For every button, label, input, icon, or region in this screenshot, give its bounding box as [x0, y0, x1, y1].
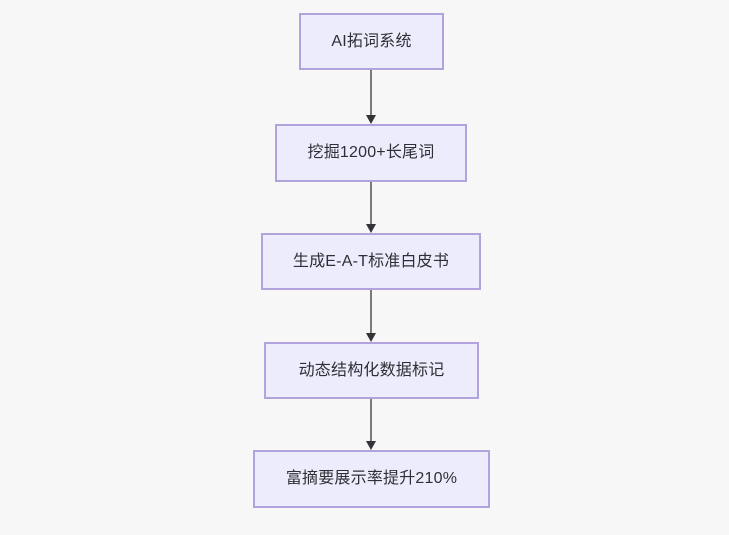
connector-line: [370, 290, 372, 333]
arrowhead-icon: [366, 224, 376, 233]
flow-node-label: 动态结构化数据标记: [298, 361, 445, 379]
connector-line: [370, 399, 372, 441]
flow-node-label: 挖掘1200+长尾词: [307, 144, 435, 162]
connector-line: [370, 182, 372, 224]
flow-arrow-n3-n4: [366, 290, 376, 342]
flow-arrow-n2-n3: [366, 182, 376, 233]
flow-node-n5[interactable]: 富摘要展示率提升210%: [253, 450, 490, 508]
flow-node-label: AI拓词系统: [331, 32, 412, 50]
flow-arrow-n1-n2: [366, 70, 376, 124]
flow-node-n2[interactable]: 挖掘1200+长尾词: [275, 124, 467, 182]
arrowhead-icon: [366, 333, 376, 342]
flow-node-label: 生成E-A-T标准白皮书: [292, 252, 450, 270]
arrowhead-icon: [366, 441, 376, 450]
flow-node-n1[interactable]: AI拓词系统: [299, 13, 444, 70]
flow-arrow-n4-n5: [366, 399, 376, 450]
arrowhead-icon: [366, 115, 376, 124]
connector-line: [370, 70, 372, 115]
flow-node-n3[interactable]: 生成E-A-T标准白皮书: [261, 233, 481, 290]
flow-node-n4[interactable]: 动态结构化数据标记: [264, 342, 479, 399]
flow-node-label: 富摘要展示率提升210%: [285, 470, 458, 488]
